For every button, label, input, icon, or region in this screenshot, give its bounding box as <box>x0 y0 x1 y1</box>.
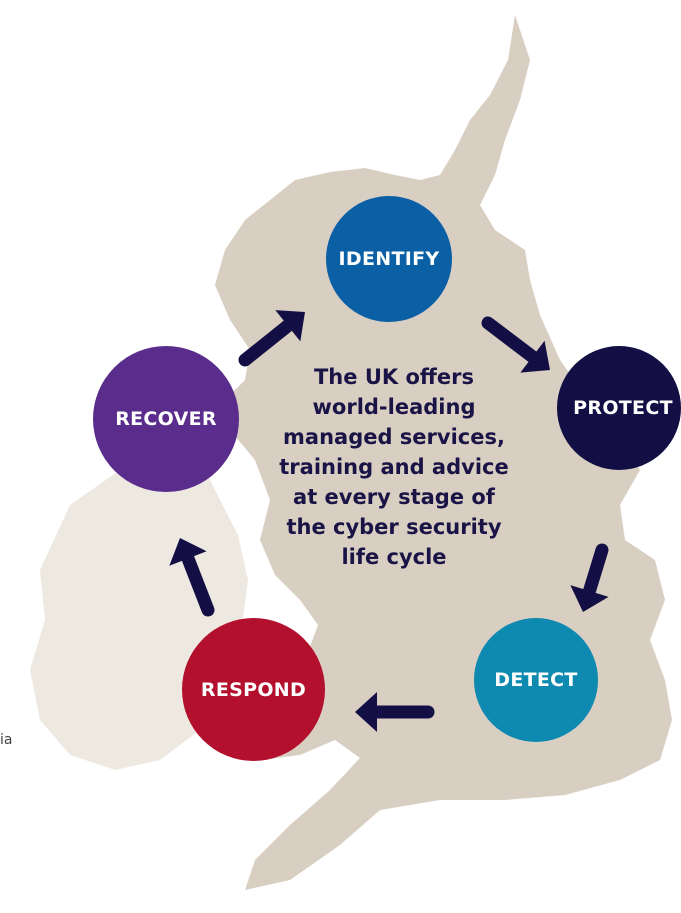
center-line-6: the cyber security <box>286 515 502 539</box>
center-line-7: life cycle <box>341 545 447 569</box>
identify-node: IDENTIFY <box>326 196 452 322</box>
protect-node: PROTECT <box>557 346 681 470</box>
center-statement: The UK offers world-leading managed serv… <box>248 362 540 572</box>
arrow-identify-to-protect-shaft <box>481 316 541 365</box>
arrow-protect-to-detect-shaft <box>582 543 609 600</box>
protect-label: PROTECT <box>573 397 673 419</box>
detect-node: DETECT <box>474 618 598 742</box>
recover-node: RECOVER <box>93 346 239 492</box>
arrow-respond-to-recover-shaft <box>180 550 215 617</box>
edge-text-fragment: ia <box>0 732 13 748</box>
arrow-recover-to-identify-shaft <box>238 317 296 367</box>
respond-node: RESPOND <box>182 618 325 761</box>
arrow-identify-to-protect-head <box>520 340 550 373</box>
detect-label: DETECT <box>494 669 578 691</box>
center-line-5: at every stage of <box>293 485 495 509</box>
arrow-respond-to-recover-head <box>169 538 207 566</box>
center-line-3: managed services, <box>283 425 505 449</box>
center-line-2: world-leading <box>312 395 476 419</box>
center-line-1: The UK offers <box>313 365 474 389</box>
arrow-recover-to-identify-head <box>275 310 305 342</box>
arrow-protect-to-detect-head <box>570 585 609 612</box>
center-line-4: training and advice <box>279 455 509 479</box>
respond-label: RESPOND <box>200 678 307 701</box>
arrow-detect-to-respond-head <box>355 692 377 732</box>
identify-label: IDENTIFY <box>338 248 440 270</box>
recover-label: RECOVER <box>115 408 217 430</box>
